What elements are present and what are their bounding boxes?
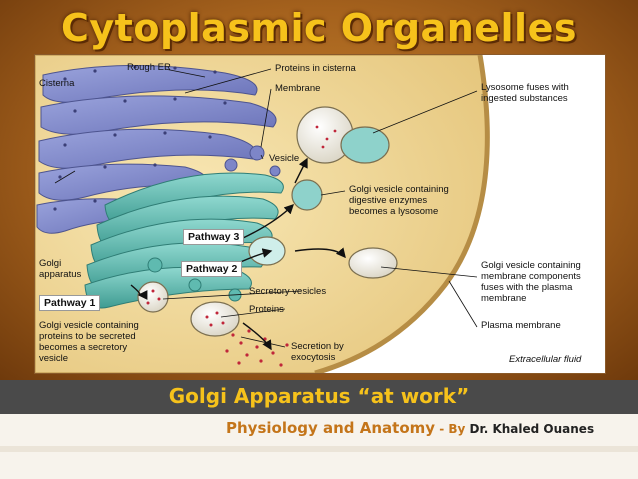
label-golgi-membrane-2: membrane components (481, 272, 581, 283)
label-proteins: Proteins (249, 305, 284, 316)
label-golgi-digestive-3: becomes a lysosome (349, 207, 438, 218)
credit-topic: Physiology and Anatomy (226, 419, 435, 437)
slide-title: Cytoplasmic Organelles (0, 6, 638, 50)
pathway-1-label: Pathway 1 (39, 295, 100, 311)
label-lysosome-fuses-2: ingested substances (481, 94, 568, 105)
label-secretory-vesicles: Secretory vesicles (249, 287, 326, 298)
label-rough-er: Rough ER (127, 63, 171, 74)
label-golgi-secreted-4: vesicle (39, 354, 68, 365)
label-golgi-membrane-1: Golgi vesicle containing (481, 261, 581, 272)
label-lysosome-fuses-1: Lysosome fuses with (481, 83, 569, 94)
label-golgi-membrane-3: fuses with the plasma (481, 283, 572, 294)
label-plasma-membrane: Plasma membrane (481, 321, 561, 332)
label-golgi-secreted-3: becomes a secretory (39, 343, 127, 354)
footer-stripe (0, 446, 638, 452)
pathway-3-label: Pathway 3 (183, 229, 244, 245)
credit-author: Dr. Khaled Ouanes (465, 422, 594, 436)
credit-by: - By (435, 422, 465, 436)
label-proteins-in-cisterna: Proteins in cisterna (275, 64, 356, 75)
label-golgi-apparatus-2: apparatus (39, 270, 81, 281)
pathway-2-label: Pathway 2 (181, 261, 242, 277)
label-golgi-digestive-2: digestive enzymes (349, 196, 427, 207)
slide-subtitle: Golgi Apparatus “at work” (0, 384, 638, 408)
label-golgi-apparatus-1: Golgi (39, 259, 61, 270)
credit-line: Physiology and Anatomy - By Dr. Khaled O… (226, 418, 594, 437)
label-secretion-2: exocytosis (291, 353, 335, 364)
label-secretion-1: Secretion by (291, 342, 344, 353)
label-membrane: Membrane (275, 84, 320, 95)
label-vesicle: Vesicle (269, 154, 299, 165)
golgi-pathways-figure: Rough ER Cisterna Proteins in cisterna M… (34, 54, 606, 374)
label-golgi-secreted-2: proteins to be secreted (39, 332, 136, 343)
label-golgi-digestive-1: Golgi vesicle containing (349, 185, 449, 196)
label-cisterna: Cisterna (39, 79, 74, 90)
label-golgi-membrane-4: membrane (481, 294, 526, 305)
label-golgi-secreted-1: Golgi vesicle containing (39, 321, 139, 332)
label-extracellular-fluid: Extracellular fluid (509, 355, 581, 366)
